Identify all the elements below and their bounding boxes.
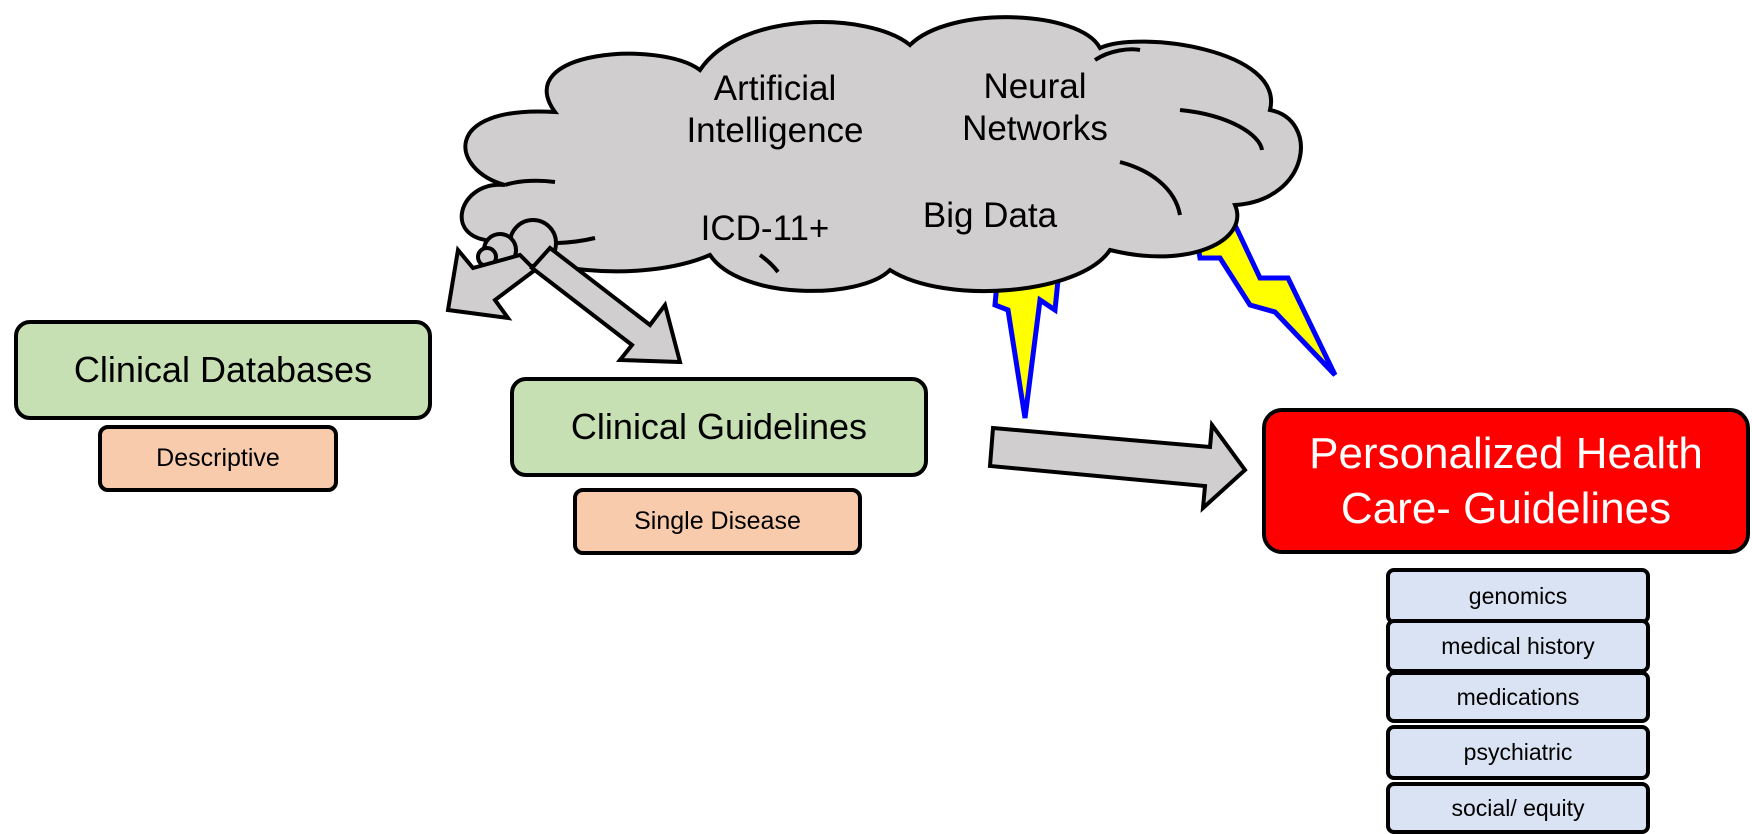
lightning-bolt-icon	[1186, 195, 1338, 377]
descriptive-label: Descriptive	[156, 444, 280, 472]
cloud-icon	[459, 15, 1303, 293]
descriptive-box: Descriptive	[98, 425, 338, 492]
factor-item: medical history	[1386, 619, 1650, 673]
clinical-guidelines-box: Clinical Guidelines	[510, 377, 928, 477]
cloud-term-big-data: Big Data	[922, 196, 1058, 235]
single-disease-box: Single Disease	[573, 488, 862, 555]
clinical-guidelines-label: Clinical Guidelines	[570, 406, 868, 447]
block-arrow-icon	[987, 419, 1248, 513]
personalized-guidelines-label: Personalized Health Care- Guidelines	[1309, 429, 1703, 533]
clinical-databases-label: Clinical Databases	[73, 349, 373, 390]
personalized-guidelines-box: Personalized Health Care- Guidelines	[1262, 408, 1750, 554]
single-disease-label: Single Disease	[634, 507, 801, 535]
factor-item: genomics	[1386, 568, 1650, 624]
block-arrow-icon	[445, 245, 539, 321]
clinical-databases-box: Clinical Databases	[14, 320, 432, 420]
factor-item: social/ equity	[1386, 782, 1650, 834]
cloud-term-neural-networks: Neural Networks	[962, 67, 1108, 148]
factor-item: psychiatric	[1386, 725, 1650, 780]
block-arrow-icon	[529, 245, 683, 365]
cloud-term-icd: ICD-11+	[700, 209, 830, 248]
factor-item: medications	[1386, 671, 1650, 723]
cloud-term-ai: Artificial Intelligence	[686, 69, 864, 150]
